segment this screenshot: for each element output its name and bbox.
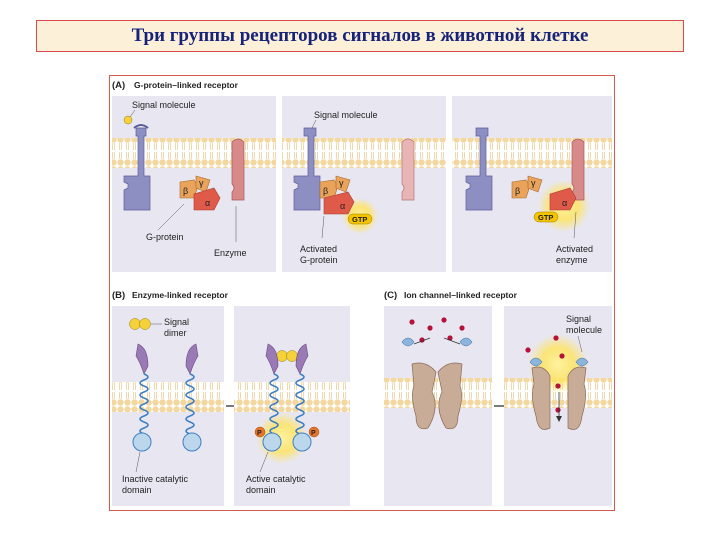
catalytic-domain-b1-left xyxy=(132,432,152,452)
ion-c1-2 xyxy=(427,325,433,331)
g-beta-a2 xyxy=(319,179,339,199)
ion-c1-1 xyxy=(409,319,415,325)
inactive-domain-line2: domain xyxy=(122,485,152,495)
gtp-badge-a2 xyxy=(347,213,373,225)
g-alpha-a3 xyxy=(549,187,577,211)
membrane-b2 xyxy=(234,382,350,412)
membrane-c1 xyxy=(384,378,492,408)
g-receptor-a3 xyxy=(465,127,493,211)
signal-molecule-c-line2: molecule xyxy=(566,325,602,335)
alpha-label-a3: α xyxy=(562,198,567,208)
panel-a-label: (A) xyxy=(112,80,125,91)
signal-molecule-label-a2: Signal molecule xyxy=(314,110,378,120)
ion-channel-c2-right xyxy=(567,366,587,430)
signal-molecule-label-a1: Signal molecule xyxy=(132,100,196,110)
ion-c1-6 xyxy=(447,335,453,341)
panel-a-heading: G-protein–linked receptor xyxy=(134,80,239,90)
gamma-label-a1: γ xyxy=(199,178,204,188)
enzyme-a2 xyxy=(401,138,415,201)
receptor-diagram: (A) G-protein–linked receptor Signal mol… xyxy=(112,80,612,506)
beta-label-a3: β xyxy=(515,186,520,196)
signal-dimer-line1: Signal xyxy=(164,317,189,327)
activated-e-line2: enzyme xyxy=(556,255,588,265)
gtp-label-a3: GTP xyxy=(538,213,553,222)
membrane-a3 xyxy=(452,138,612,168)
ion-c1-3 xyxy=(441,317,447,323)
enzyme-a3 xyxy=(571,138,585,201)
bound-dimer-b xyxy=(286,350,298,362)
ion-c1-4 xyxy=(459,325,465,331)
beta-label-a2: β xyxy=(323,186,328,196)
g-receptor-a1 xyxy=(123,127,151,211)
g-beta-a3 xyxy=(511,179,531,199)
ion-c2-2 xyxy=(553,335,559,341)
catalytic-domain-b2-left xyxy=(262,432,282,452)
ion-c2-5 xyxy=(555,407,561,413)
g-protein-label: G-protein xyxy=(146,232,184,242)
panel-c-heading: Ion channel–linked receptor xyxy=(404,290,518,300)
activated-g-line2: G-protein xyxy=(300,255,338,265)
title-box: Три группы рецепторов сигналов в животно… xyxy=(36,20,684,52)
g-beta-a1 xyxy=(179,179,199,199)
page-title: Три группы рецепторов сигналов в животно… xyxy=(131,25,589,46)
receptor-figure: (A) G-protein–linked receptor Signal mol… xyxy=(109,75,615,511)
phosphate-left xyxy=(254,426,266,438)
signal-ligand-c2-right xyxy=(575,357,589,367)
membrane-b1 xyxy=(112,382,224,412)
catalytic-domain-b1-right xyxy=(182,432,202,452)
signal-molecule-a1 xyxy=(123,115,133,125)
g-gamma-a3 xyxy=(527,175,543,193)
ion-channel-c1-left xyxy=(411,362,437,430)
active-domain-line2: domain xyxy=(246,485,276,495)
ion-c2-1 xyxy=(525,347,531,353)
phosphate-left-label: P xyxy=(257,430,262,437)
membrane-a1 xyxy=(112,138,276,168)
signal-ligand-c1-left xyxy=(401,337,415,347)
signal-dimer-line2: dimer xyxy=(164,328,187,338)
beta-label-a1: β xyxy=(183,186,188,196)
inactive-domain-line1: Inactive catalytic xyxy=(122,474,189,484)
activated-g-line1: Activated xyxy=(300,244,337,254)
membrane-a2 xyxy=(282,138,446,168)
gtp-badge-a3 xyxy=(533,211,559,223)
bound-dimer-a xyxy=(276,350,288,362)
panel-c-label: (C) xyxy=(384,290,397,301)
ion-flow-arrow xyxy=(556,416,562,422)
alpha-label-a2: α xyxy=(340,201,345,211)
g-alpha-a2 xyxy=(323,191,355,215)
panel-b-label: (B) xyxy=(112,290,125,301)
alpha-label-a1: α xyxy=(205,198,210,208)
panel-b-heading: Enzyme-linked receptor xyxy=(132,290,229,300)
enzyme-label: Enzyme xyxy=(214,248,247,258)
phosphate-right xyxy=(308,426,320,438)
phosphate-right-label: P xyxy=(311,430,316,437)
ion-c2-4 xyxy=(555,383,561,389)
enzyme-a1 xyxy=(231,138,245,201)
signal-molecule-c-line1: Signal xyxy=(566,314,591,324)
g-receptor-a2 xyxy=(293,127,321,211)
active-domain-line1: Active catalytic xyxy=(246,474,306,484)
ion-channel-c1-right xyxy=(437,362,463,430)
g-gamma-a2 xyxy=(335,175,351,193)
gtp-label-a2: GTP xyxy=(352,215,367,224)
gamma-label-a3: γ xyxy=(531,178,536,188)
activated-e-line1: Activated xyxy=(556,244,593,254)
gamma-label-a2: γ xyxy=(339,178,344,188)
ion-channel-c2-left xyxy=(531,366,551,430)
signal-ligand-c2-left xyxy=(529,357,543,367)
signal-dimer-b xyxy=(139,318,151,330)
catalytic-domain-b2-right xyxy=(292,432,312,452)
signal-dimer-a xyxy=(129,318,141,330)
ion-c2-3 xyxy=(559,353,565,359)
g-alpha-a1 xyxy=(193,187,221,211)
signal-ligand-c1-right xyxy=(459,337,473,347)
